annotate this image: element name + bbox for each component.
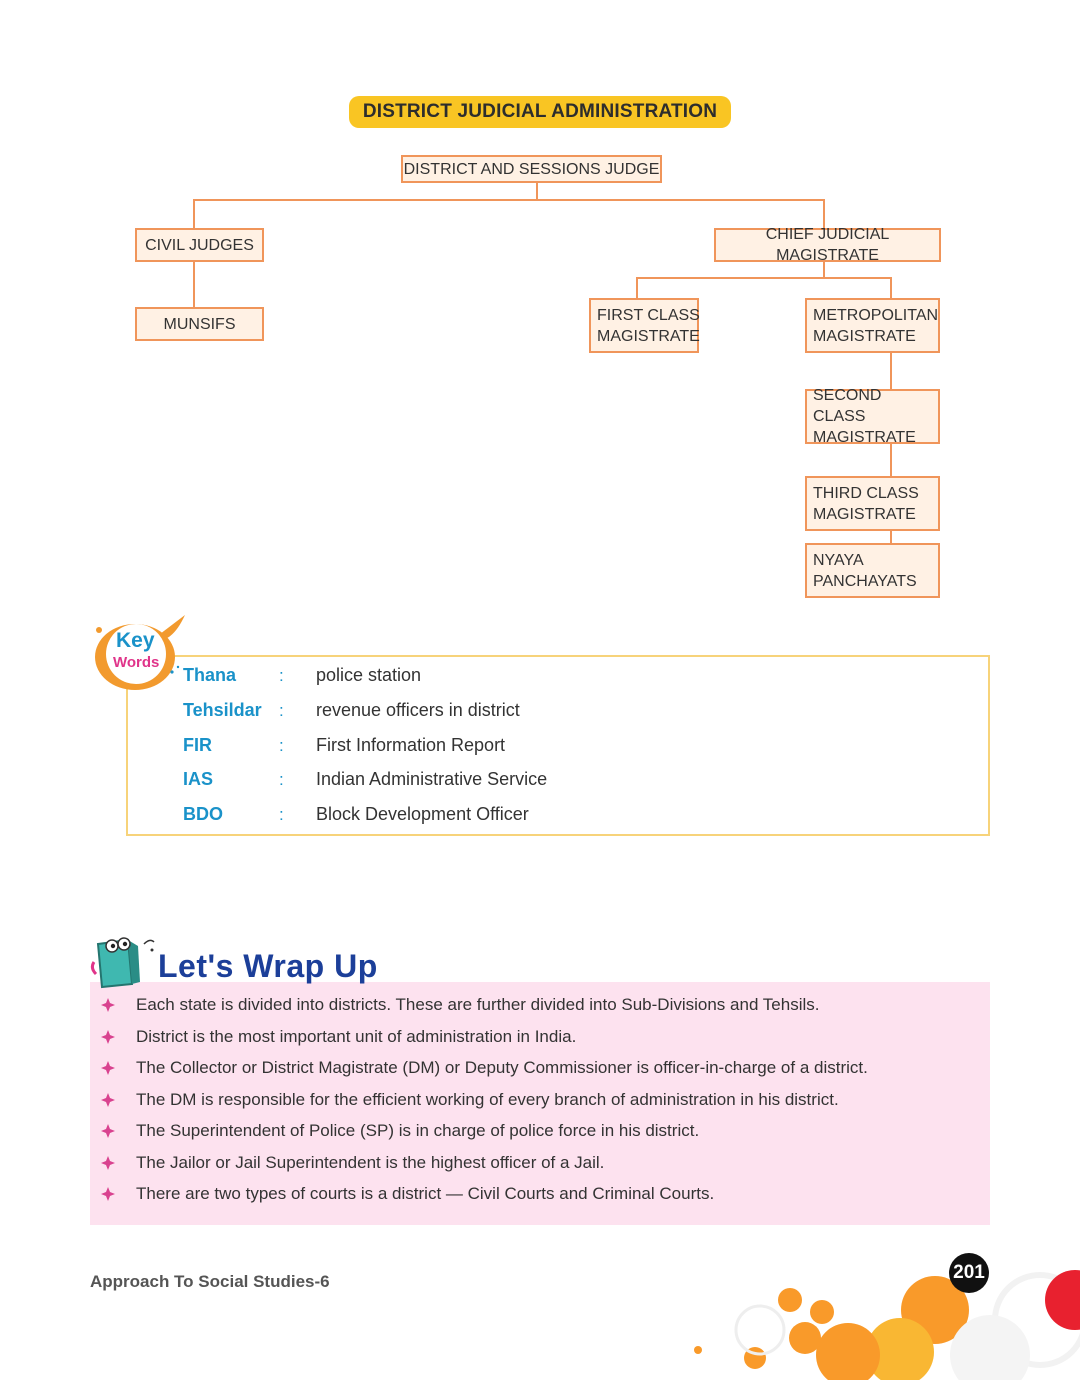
key-word-definition: revenue officers in district <box>316 700 520 720</box>
key-word-term: Thana <box>183 665 237 685</box>
bullet-icon <box>101 998 115 1012</box>
list-item: The Jailor or Jail Superintendent is the… <box>136 1153 605 1172</box>
key-word-colon: : <box>279 701 284 720</box>
node-third-class-magistrate: THIRD CLASS MAGISTRATE <box>805 476 940 531</box>
list-item: The Superintendent of Police (SP) is in … <box>136 1121 700 1140</box>
key-words-box <box>126 655 990 836</box>
page-number: 201 <box>949 1253 989 1293</box>
key-word-colon: : <box>279 666 284 685</box>
key-word-definition: Indian Administrative Service <box>316 769 548 789</box>
key-word-term: IAS <box>183 769 214 789</box>
list-item: The DM is responsible for the efficient … <box>136 1090 839 1109</box>
key-word-definition: Block Development Officer <box>316 804 529 824</box>
list-item: There are two types of courts is a distr… <box>136 1184 715 1203</box>
key-words-badge-line1: Key <box>116 629 155 652</box>
bullet-icon <box>101 1030 115 1044</box>
decorative-bubbles <box>694 1270 1080 1380</box>
key-word-definition: First Information Report <box>316 735 506 755</box>
bullet-icon <box>101 1156 115 1170</box>
key-words-badge-line2: Words <box>113 654 160 671</box>
wrap-up-box <box>90 982 990 1225</box>
chart-title: DISTRICT JUDICIAL ADMINISTRATION <box>349 96 731 128</box>
key-words-badge <box>95 615 185 690</box>
bullet-icon <box>101 1187 115 1201</box>
node-munsifs: MUNSIFS <box>135 307 264 341</box>
node-metropolitan-magistrate: METROPOLITAN MAGISTRATE <box>805 298 940 353</box>
key-word-colon: : <box>279 736 284 755</box>
wrap-up-title: Let's Wrap Up <box>158 948 378 984</box>
key-word-colon: : <box>279 770 284 789</box>
list-item: District is the most important unit of a… <box>136 1027 577 1046</box>
key-word-definition: police station <box>316 665 422 685</box>
key-word-term: Tehsildar <box>183 700 262 720</box>
node-chief-judicial-magistrate: CHIEF JUDICIAL MAGISTRATE <box>714 226 941 264</box>
bullet-icon <box>101 1124 115 1138</box>
bullet-icon <box>101 1093 115 1107</box>
node-civil-judges: CIVIL JUDGES <box>135 228 264 262</box>
book-mascot-icon <box>90 937 155 989</box>
list-item: Each state is divided into districts. Th… <box>136 995 820 1014</box>
list-item: The Collector or District Magistrate (DM… <box>136 1058 868 1077</box>
node-first-class-magistrate: FIRST CLASS MAGISTRATE <box>589 298 700 353</box>
book-title: Approach To Social Studies-6 <box>90 1272 330 1291</box>
node-district-sessions-judge: DISTRICT AND SESSIONS JUDGE <box>401 155 662 183</box>
key-word-term: BDO <box>183 804 223 824</box>
key-word-term: FIR <box>183 735 212 755</box>
key-word-colon: : <box>279 805 284 824</box>
node-second-class-magistrate: SECOND CLASS MAGISTRATE <box>805 387 940 446</box>
node-nyaya-panchayats: NYAYA PANCHAYATS <box>805 543 940 598</box>
bullet-icon <box>101 1061 115 1075</box>
